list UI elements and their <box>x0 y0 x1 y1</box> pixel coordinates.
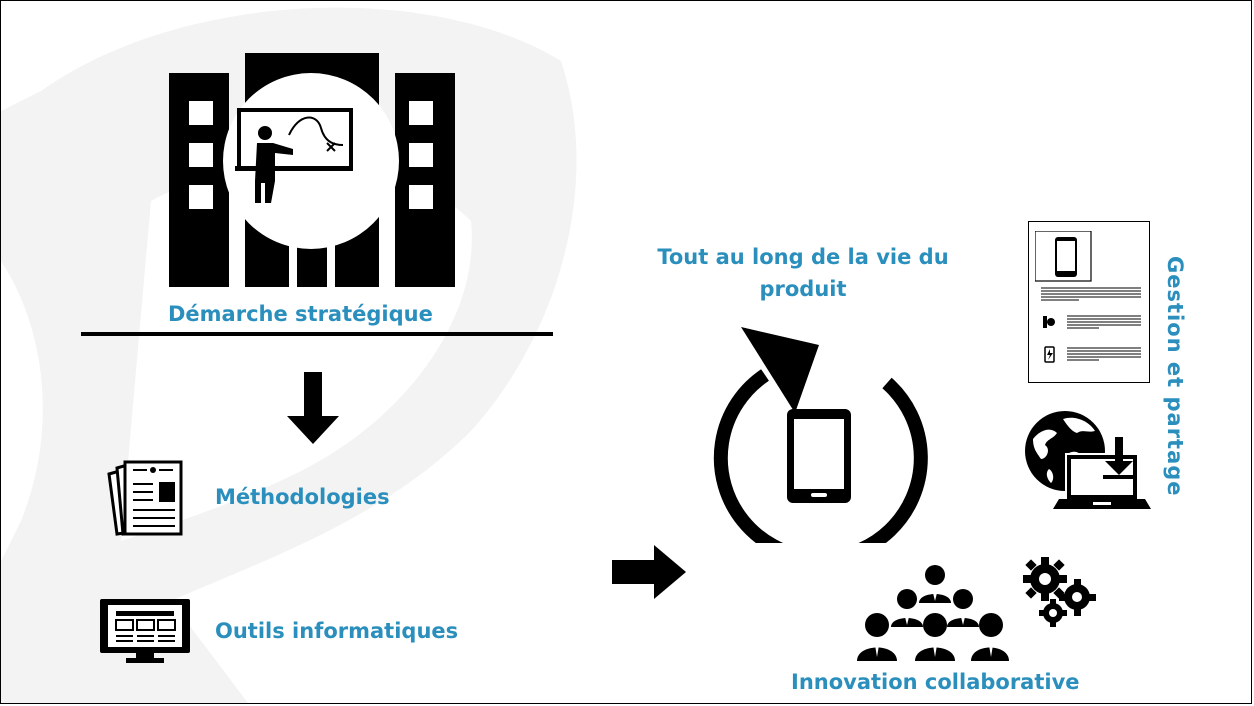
divider-line <box>81 332 553 336</box>
gears-icon <box>1023 557 1096 627</box>
newspaper-icon <box>107 460 183 536</box>
down-arrow-icon <box>287 372 339 444</box>
innovation-label: Innovation collaborative <box>791 670 1080 694</box>
strategic-label: Démarche stratégique <box>168 302 433 326</box>
tools-label: Outils informatiques <box>215 619 459 643</box>
rotate-phone-icon <box>713 327 928 543</box>
phone-thumbnail-icon <box>1035 231 1092 282</box>
methodologies-label: Méthodologies <box>215 485 390 509</box>
management-label: Gestion et partage <box>1163 256 1187 497</box>
lifecycle-label: Tout au long de la vie du produit <box>657 245 949 301</box>
document-sheet-icon <box>1028 221 1150 383</box>
document-text-lines <box>1041 287 1141 363</box>
globe-laptop-download-icon <box>1025 411 1151 509</box>
monitor-icon <box>100 599 190 663</box>
people-network-icon <box>857 565 1009 661</box>
building-teacher-icon <box>169 53 455 287</box>
right-arrow-icon <box>612 545 686 599</box>
